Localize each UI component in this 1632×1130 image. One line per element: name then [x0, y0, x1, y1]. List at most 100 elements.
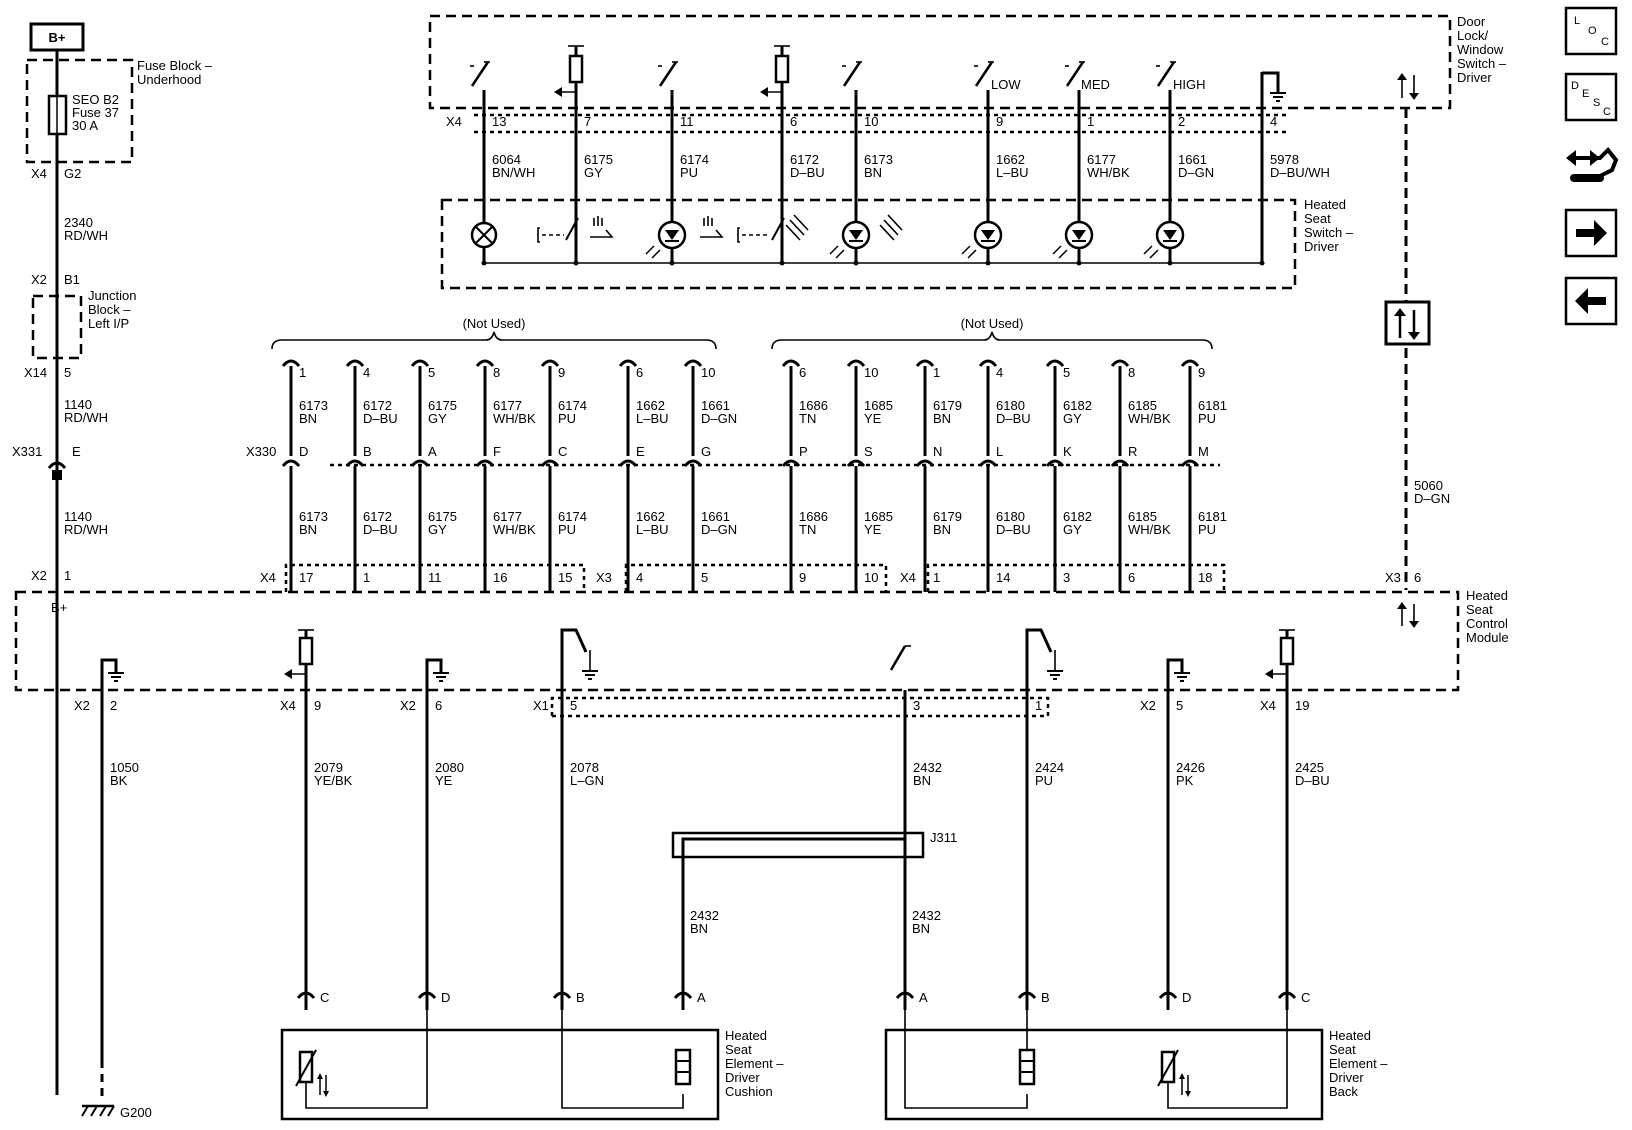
- circuit-number: 5978: [1270, 152, 1299, 167]
- cavity-label: E: [636, 444, 645, 459]
- circuit-number: 6064: [492, 152, 521, 167]
- pin-label: 10: [701, 365, 715, 380]
- wire-color: D–BU: [1295, 773, 1330, 788]
- location-view-button[interactable]: L O C: [1564, 6, 1618, 56]
- fuse-block: SEO B2 Fuse 37 30 A Fuse Block – Underho…: [25, 58, 213, 181]
- pin-label: 10: [864, 114, 878, 129]
- pin-label: 6: [790, 114, 797, 129]
- wrench-icon: [1570, 174, 1604, 182]
- cushion-pin: A: [673, 990, 706, 1010]
- connector-label: X1: [533, 698, 549, 713]
- pin-label: 4: [996, 365, 1003, 380]
- switch-icon: [537, 217, 579, 243]
- wire-color: GY: [1063, 411, 1082, 426]
- wire-color: TN: [799, 522, 816, 537]
- cushion-pin: B: [552, 990, 585, 1010]
- wire-color: PU: [558, 411, 576, 426]
- lamp-icon: [470, 221, 498, 249]
- circuit-number: 6172: [363, 398, 392, 413]
- cavity-label: A: [428, 444, 437, 459]
- wire-color: L–GN: [570, 773, 604, 788]
- pin-label: 1: [363, 570, 370, 585]
- circuit-number: 1662: [996, 152, 1025, 167]
- pin-label: 3: [1063, 570, 1070, 585]
- pin-label: 15: [558, 570, 572, 585]
- led-icon: [1143, 220, 1185, 259]
- connector-service-button[interactable]: [1560, 138, 1622, 192]
- wire-color: BK: [110, 773, 128, 788]
- pin-label: 6: [1414, 570, 1421, 585]
- wire-color: YE: [864, 411, 882, 426]
- back-pin: C: [1277, 990, 1310, 1010]
- component-name: Window: [1457, 42, 1504, 57]
- pin-label: 5: [64, 365, 71, 380]
- circuit-number: 6185: [1128, 398, 1157, 413]
- loc-letter: L: [1574, 15, 1580, 27]
- connector-label: X4: [31, 166, 47, 181]
- arrow-right-icon: [1576, 220, 1607, 246]
- circuit-number: 2426: [1176, 760, 1205, 775]
- cavity-label: K: [1063, 444, 1072, 459]
- ground-label: G200: [120, 1105, 152, 1120]
- pin-label: E: [72, 444, 81, 459]
- pin-label: 16: [493, 570, 507, 585]
- left-column-wires: 2340 RD/WH X2 B1 Junction Block – Left I…: [12, 215, 136, 615]
- circuit-number: 6177: [493, 398, 522, 413]
- pin-label: 5: [1063, 365, 1070, 380]
- circuit-number: 2080: [435, 760, 464, 775]
- wire-color: PU: [558, 522, 576, 537]
- connector-label: X14: [24, 365, 47, 380]
- heated-seat-switch: Heated Seat Switch – Driver: [440, 197, 1354, 290]
- previous-page-button[interactable]: [1564, 276, 1618, 326]
- pin-label: 9: [558, 365, 565, 380]
- circuit-number: 6182: [1063, 398, 1092, 413]
- circuit-number: 1685: [864, 398, 893, 413]
- led-icon: [1052, 220, 1094, 259]
- pin-label: G2: [64, 166, 81, 181]
- pin-label: 8: [493, 365, 500, 380]
- connector-label: X4: [446, 114, 462, 129]
- cavity-label: L: [996, 444, 1003, 459]
- description-view-button[interactable]: D E S C: [1564, 72, 1618, 122]
- wire-color: GY: [584, 165, 603, 180]
- pin-label: 4: [363, 365, 370, 380]
- circuit-number: 2432: [913, 760, 942, 775]
- cavity-label: D: [299, 444, 308, 459]
- wire-color: D–GN: [701, 411, 737, 426]
- junction-block-name: Junction: [88, 288, 136, 303]
- seat-heat-icon: [590, 216, 614, 238]
- fuse-block-name: Underhood: [137, 72, 201, 87]
- wire-color: BN: [299, 411, 317, 426]
- loc-letter: C: [1601, 36, 1609, 48]
- pin-label: D: [441, 990, 450, 1005]
- pin-label: A: [697, 990, 706, 1005]
- circuit-number: 6182: [1063, 509, 1092, 524]
- next-page-button[interactable]: [1564, 208, 1618, 258]
- pin-label: A: [919, 990, 928, 1005]
- seat-back-heat-icon: [879, 214, 903, 241]
- pin-label: 19: [1295, 698, 1309, 713]
- pin-label: 5: [428, 365, 435, 380]
- pin-label: 10: [864, 570, 878, 585]
- circuit-number: 6177: [1087, 152, 1116, 167]
- circuit-number: 1661: [701, 398, 730, 413]
- pin-label: 1: [933, 365, 940, 380]
- pin-label: 1: [64, 568, 71, 583]
- circuit-number: 1140: [64, 397, 92, 412]
- wire-color: BN: [933, 411, 951, 426]
- pin-label: 4: [636, 570, 643, 585]
- pin-label: 11: [428, 570, 442, 585]
- wire-color: PU: [1035, 773, 1053, 788]
- pin-label: 6: [636, 365, 643, 380]
